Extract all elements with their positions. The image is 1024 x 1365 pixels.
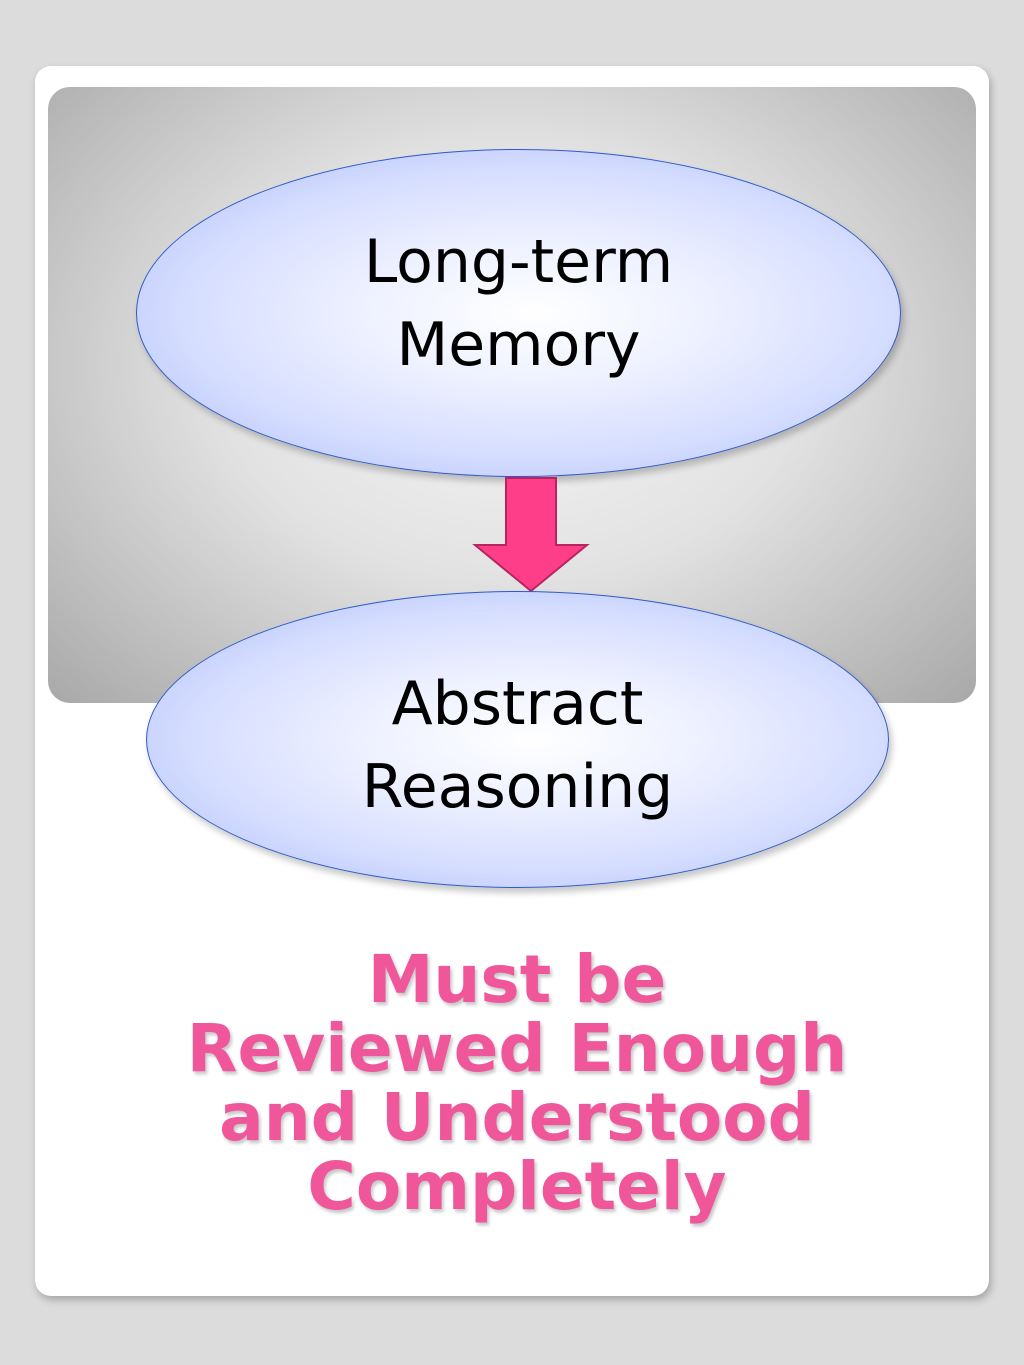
abstract-reasoning-label: Abstract Reasoning xyxy=(308,663,728,829)
node-label-line: Long-term xyxy=(363,227,674,297)
long-term-memory-node: Long-term Memory xyxy=(136,149,901,477)
long-term-memory-label: Long-term Memory xyxy=(309,221,729,387)
node-label-line: Abstract xyxy=(391,668,644,739)
abstract-reasoning-node: Abstract Reasoning xyxy=(146,591,889,888)
node-label-line: Reasoning xyxy=(361,751,674,822)
node-label-line: Memory xyxy=(396,310,641,380)
caption-line: Reviewed Enough xyxy=(186,1010,848,1087)
down-arrow-icon xyxy=(472,477,590,593)
caption-line: Completely xyxy=(307,1148,727,1225)
caption-line: and Understood xyxy=(219,1079,815,1156)
caption-text: Must be Reviewed Enough and Understood C… xyxy=(120,945,914,1221)
caption-line: Must be xyxy=(367,941,667,1018)
